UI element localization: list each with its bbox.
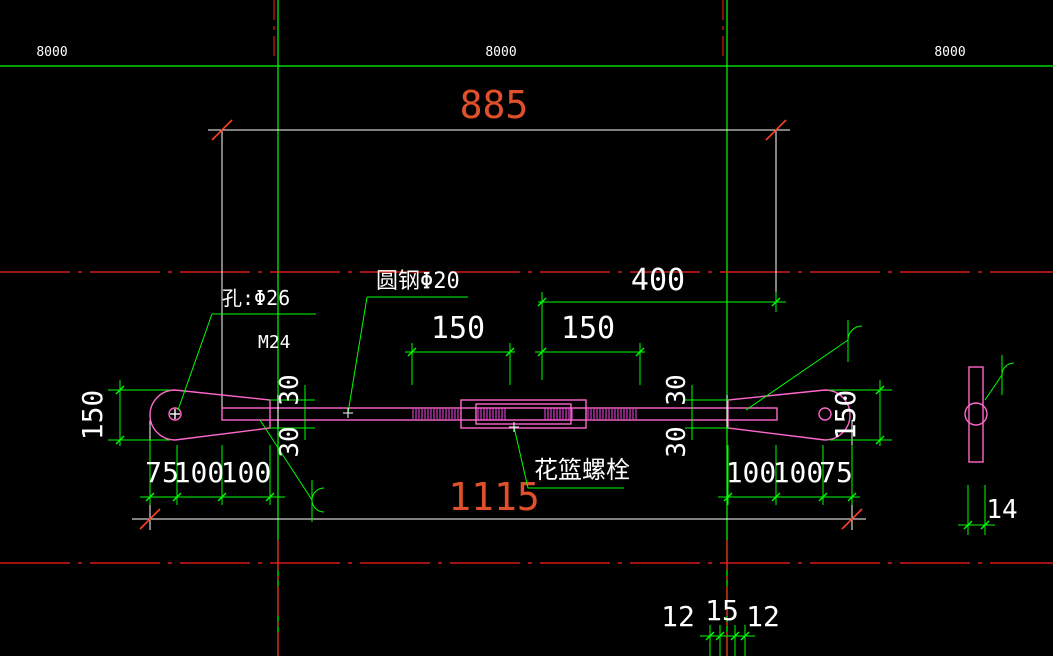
dim-ticks — [115, 297, 990, 641]
right-pin-hole — [818, 407, 832, 421]
left-lug-plate — [149, 389, 271, 441]
dim-150-turnbuckle-left: 150 — [431, 311, 485, 346]
tie-rod-assembly[interactable] — [149, 389, 851, 441]
grid-label-right: 8000 — [934, 45, 965, 60]
dim-150-plate-left: 150 — [76, 390, 109, 441]
dim-30-top-left: 30 — [275, 374, 305, 405]
dim-14: 14 — [986, 495, 1017, 525]
hole-note: 孔:Φ26 — [222, 286, 290, 310]
right-lug-plate — [727, 389, 851, 441]
side-view-rod — [964, 402, 988, 426]
dim-30-bottom-left: 30 — [275, 426, 305, 457]
dim-bottom-12a: 12 — [661, 600, 695, 633]
left-pin-hole — [168, 407, 182, 421]
turnbuckle-body — [460, 399, 587, 429]
dim-left-75: 75 — [145, 456, 179, 489]
overall-width-885: 885 — [460, 83, 529, 127]
round-steel-note: 圆钢Φ20 — [376, 269, 460, 294]
dim-bottom-15: 15 — [705, 594, 739, 627]
green-leaders — [177, 296, 1015, 522]
dim-left-100a: 100 — [174, 456, 225, 489]
side-view — [964, 366, 988, 463]
thread-hatching — [412, 408, 637, 420]
grid-label-middle: 8000 — [485, 45, 516, 60]
turnbuckle-note: 花篮螺栓 — [534, 456, 630, 484]
dim-30-top-right: 30 — [662, 374, 692, 405]
bolt-note: M24 — [258, 332, 291, 353]
grid-label-left: 8000 — [36, 45, 67, 60]
dim-left-100b: 100 — [221, 456, 272, 489]
dim-150-plate-right: 150 — [829, 390, 862, 441]
dim-bottom-12b: 12 — [746, 600, 780, 633]
dim-1115-lines — [132, 420, 866, 530]
dim-400: 400 — [631, 263, 685, 298]
dim-right-100a: 100 — [726, 456, 777, 489]
dim-150-turnbuckle-right: 150 — [561, 311, 615, 346]
dim-right-100b: 100 — [773, 456, 824, 489]
side-view-plate — [968, 366, 984, 463]
dim-30-bottom-right: 30 — [662, 426, 692, 457]
dim-885-lines — [208, 119, 790, 410]
dim-right-75: 75 — [819, 456, 853, 489]
overall-width-1115: 1115 — [448, 475, 540, 519]
crosshair-markers — [343, 408, 519, 432]
